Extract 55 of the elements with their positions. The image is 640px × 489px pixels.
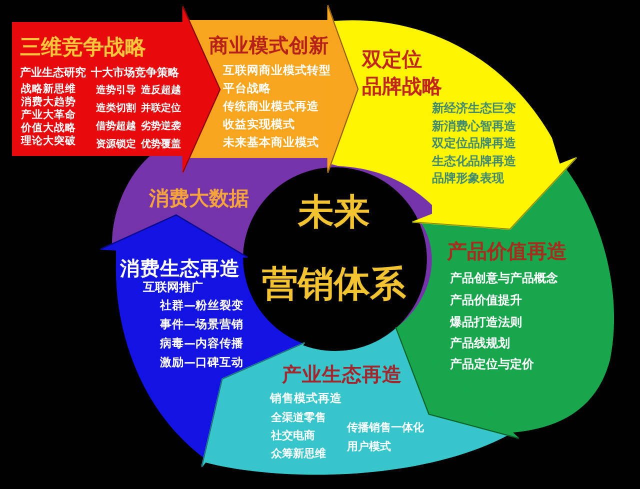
list-item: 造反超越: [141, 85, 181, 96]
center-title: 未来营销体系: [261, 191, 407, 307]
list-item: 众筹新思维: [271, 448, 326, 461]
list-item: 借势超越: [96, 121, 136, 132]
list-item: 造类切割: [96, 103, 136, 114]
list-item: 产业大革命: [21, 109, 76, 122]
list-item: 战略新思维: [21, 83, 76, 96]
arrowhead: [182, 6, 221, 173]
list-item: 理论大突破: [21, 135, 76, 148]
list-item: 新经济生态巨变: [432, 102, 516, 116]
segment-title: 双定位品牌战略: [362, 46, 443, 100]
arrowhead: [327, 5, 359, 173]
segment-title: 三维竞争战略: [20, 35, 146, 60]
list-item: 互联网商业模式转型: [223, 64, 331, 78]
segment-title: 产品价值再造: [447, 240, 567, 263]
list-item: 劣势逆袭: [141, 121, 181, 132]
segment-title: 产业生态再造: [282, 364, 402, 386]
list-item: 传播销售一体化: [347, 422, 424, 435]
list-item: 优势覆盖: [141, 139, 181, 150]
segment-title: 消费大数据: [149, 187, 249, 210]
list-item: 新消费心智再造: [432, 120, 516, 134]
list-item: 用户模式: [347, 441, 391, 454]
list-item: 消费大趋势: [21, 96, 76, 108]
list-item: 事件—场景营销: [160, 318, 244, 332]
subheading: 销售模式再造: [270, 392, 342, 406]
arrowhead: [412, 157, 577, 230]
list-item: 生态化品牌再造: [432, 154, 516, 168]
list-item: 未来基本商业模式: [223, 136, 319, 150]
list-item: 资源锁定: [96, 139, 136, 150]
arrowhead: [395, 327, 519, 439]
list-item: 社交电商: [271, 430, 315, 443]
list-item: 双定位品牌再造: [432, 137, 516, 151]
column-heading: 产业生态研究: [20, 67, 86, 80]
list-item: 病毒—内容传播: [160, 337, 244, 350]
list-item: 爆品打造法则: [450, 316, 522, 330]
list-item: 产品线规划: [450, 337, 510, 351]
list-item: 传统商业模式再造: [223, 100, 319, 114]
list-item: 产品创意与产品概念: [450, 272, 558, 286]
column-heading: 十大市场竞争策略: [91, 67, 179, 80]
list-item: 品牌形象表现: [432, 172, 504, 186]
subheading: 互联网推广: [143, 281, 203, 295]
list-item: 收益实现模式: [223, 118, 295, 132]
list-item: 社群—粉丝裂变: [160, 299, 244, 312]
list-item: 价值大战略: [21, 122, 76, 134]
list-item: 激励—口碑互动: [160, 356, 244, 370]
arrowhead: [201, 342, 305, 467]
segment-title: 商业模式创新: [209, 35, 329, 58]
list-item: 产品定位与定价: [450, 358, 534, 372]
list-item: 造势引导: [96, 85, 136, 96]
segment-title: 消费生态再造: [120, 258, 240, 280]
list-item: 并联定位: [141, 103, 181, 114]
arrowhead: [100, 214, 248, 258]
list-item: 全渠道零售: [271, 412, 326, 425]
list-item: 平台战略: [223, 82, 271, 96]
list-item: 产品价值提升: [450, 294, 522, 308]
